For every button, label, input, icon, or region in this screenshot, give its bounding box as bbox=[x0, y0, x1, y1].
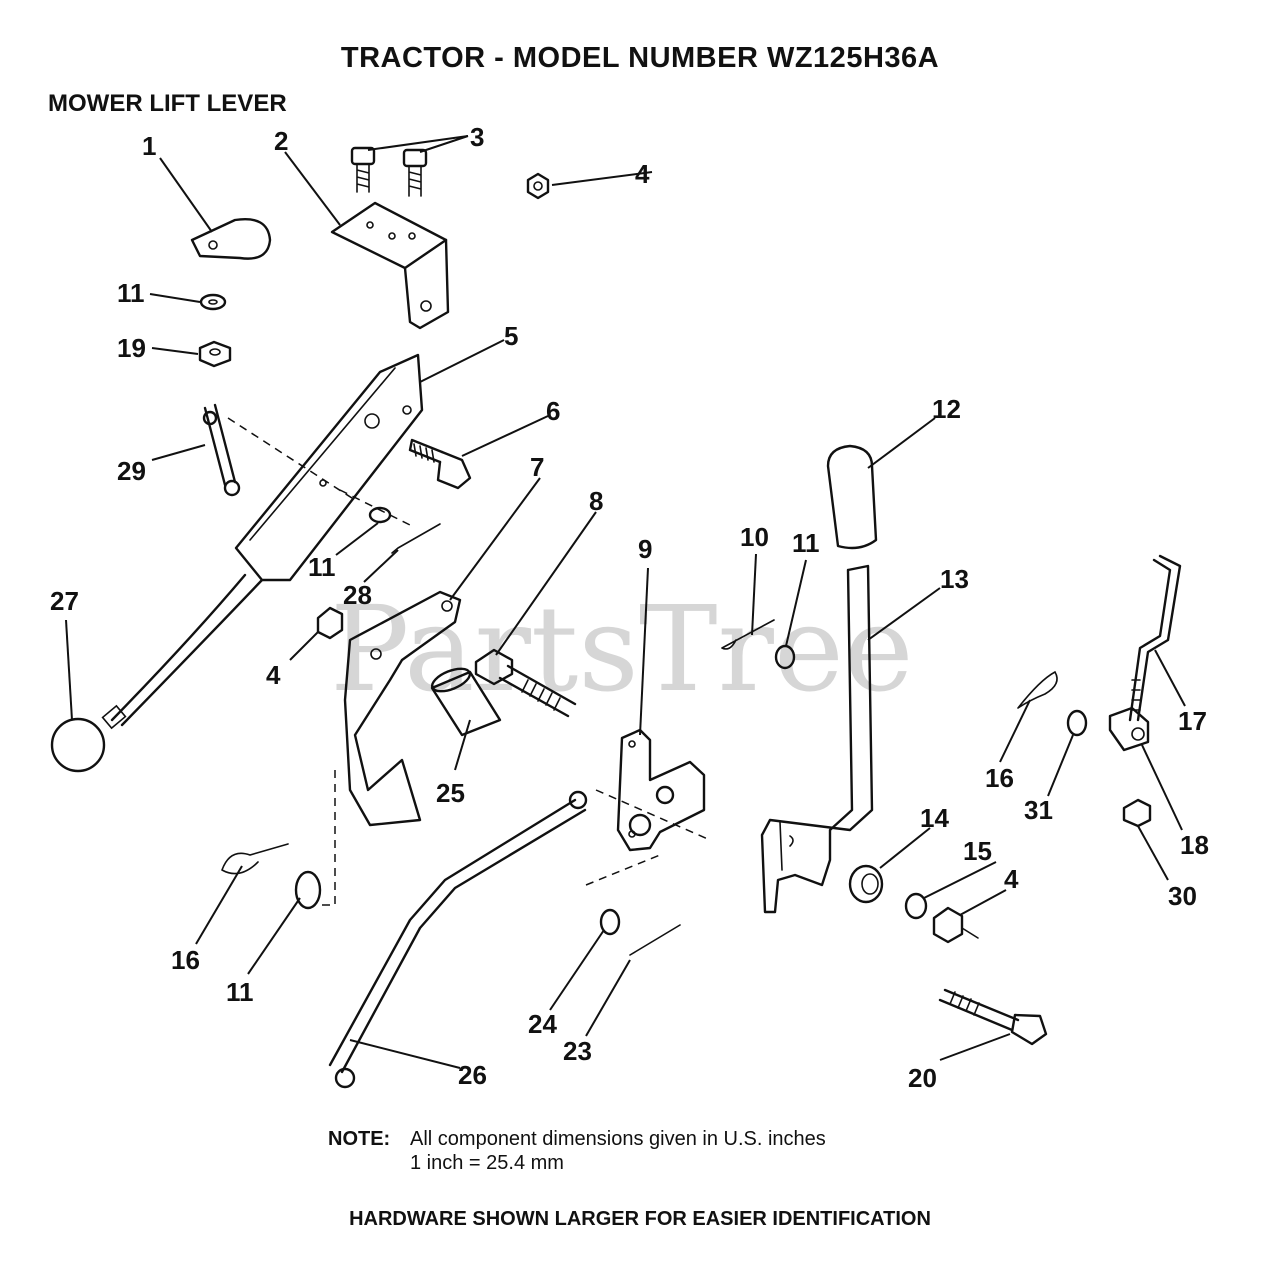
part-11-washer bbox=[199, 293, 227, 311]
callout-19: 19 bbox=[117, 333, 146, 363]
callout-6: 6 bbox=[546, 396, 560, 426]
part-19-nut bbox=[198, 340, 232, 368]
part-15-washer bbox=[904, 892, 928, 920]
leader-lines bbox=[65, 135, 1186, 1069]
part-31-washer bbox=[1066, 709, 1088, 737]
part-13-lever bbox=[760, 564, 874, 914]
part-4-nut-c bbox=[932, 906, 979, 944]
callout-11d: 11 bbox=[226, 977, 254, 1007]
part-8-bolt bbox=[474, 648, 577, 718]
part-11-washer-b bbox=[368, 506, 392, 524]
callout-4c: 4 bbox=[1004, 864, 1019, 894]
part-2-bracket bbox=[330, 201, 450, 330]
callout-24: 24 bbox=[528, 1009, 557, 1039]
callout-28: 28 bbox=[343, 580, 372, 610]
part-9-plate bbox=[616, 728, 706, 852]
part-30-nut bbox=[1122, 798, 1152, 828]
callout-10: 10 bbox=[740, 522, 769, 552]
part-12-grip bbox=[826, 444, 878, 550]
callout-4: 4 bbox=[635, 159, 650, 189]
part-14-bushing bbox=[848, 864, 884, 904]
callout-5: 5 bbox=[504, 321, 518, 351]
section-title: MOWER LIFT LEVER bbox=[48, 90, 287, 117]
callout-23: 23 bbox=[563, 1036, 592, 1066]
callout-13: 13 bbox=[940, 564, 969, 594]
callout-11c: 11 bbox=[792, 528, 820, 558]
callout-15: 15 bbox=[963, 836, 992, 866]
part-26-rod bbox=[328, 790, 588, 1089]
callout-20: 20 bbox=[908, 1063, 937, 1093]
part-10-pin bbox=[721, 619, 775, 650]
callout-2: 2 bbox=[274, 126, 288, 156]
callout-27: 27 bbox=[50, 586, 79, 616]
callout-11b: 11 bbox=[308, 552, 336, 582]
callout-30: 30 bbox=[1168, 881, 1197, 911]
callout-16b: 16 bbox=[171, 945, 200, 975]
callout-31: 31 bbox=[1024, 795, 1053, 825]
part-29-link bbox=[202, 403, 241, 497]
part-16-clip-b bbox=[221, 843, 289, 875]
note-label: NOTE: bbox=[328, 1128, 391, 1150]
part-16-clip bbox=[1017, 670, 1058, 709]
part-4-nut bbox=[526, 172, 550, 200]
part-20-bolt bbox=[938, 988, 1048, 1046]
callout-4b: 4 bbox=[266, 660, 281, 690]
part-28-pin bbox=[391, 523, 441, 554]
callout-3: 3 bbox=[470, 122, 484, 152]
assembly-lines bbox=[227, 417, 711, 906]
watermark: PartsTree bbox=[330, 580, 914, 718]
part-6-bolt bbox=[408, 438, 472, 490]
part-11-washer-c bbox=[774, 644, 796, 670]
part-27-knob bbox=[50, 717, 106, 773]
diagram-title: TRACTOR - MODEL NUMBER WZ125H36A bbox=[340, 42, 940, 74]
callout-11: 11 bbox=[117, 278, 145, 308]
callout-17: 17 bbox=[1178, 706, 1207, 736]
callout-7: 7 bbox=[530, 452, 544, 482]
callout-25: 25 bbox=[436, 778, 465, 808]
note-line-1: All component dimensions given in U.S. i… bbox=[410, 1128, 826, 1150]
part-17-rod bbox=[1128, 554, 1182, 722]
callout-16: 16 bbox=[985, 763, 1014, 793]
note-line-2: 1 inch = 25.4 mm bbox=[410, 1152, 564, 1174]
callout-18: 18 bbox=[1180, 830, 1209, 860]
callout-26: 26 bbox=[458, 1060, 487, 1090]
part-5-lift-arm bbox=[101, 353, 424, 730]
part-25-spacer bbox=[430, 667, 502, 737]
callout-labels: 1 2 3 4 11 19 5 6 29 11 28 27 7 8 12 10 … bbox=[50, 122, 1209, 1093]
callout-1: 1 bbox=[142, 131, 156, 161]
callout-9: 9 bbox=[638, 534, 652, 564]
callout-29: 29 bbox=[117, 456, 146, 486]
part-23-pin bbox=[629, 924, 681, 956]
part-7-plate bbox=[343, 590, 462, 827]
callout-12: 12 bbox=[932, 394, 961, 424]
part-18-pivot bbox=[1108, 706, 1150, 752]
part-11-washer-d bbox=[294, 870, 322, 910]
callout-14: 14 bbox=[920, 803, 949, 833]
callout-8: 8 bbox=[589, 486, 603, 516]
part-24-washer bbox=[599, 908, 621, 936]
part-1-clip bbox=[190, 218, 272, 260]
footer-note: HARDWARE SHOWN LARGER FOR EASIER IDENTIF… bbox=[349, 1208, 931, 1230]
part-3-bolts bbox=[350, 146, 428, 197]
